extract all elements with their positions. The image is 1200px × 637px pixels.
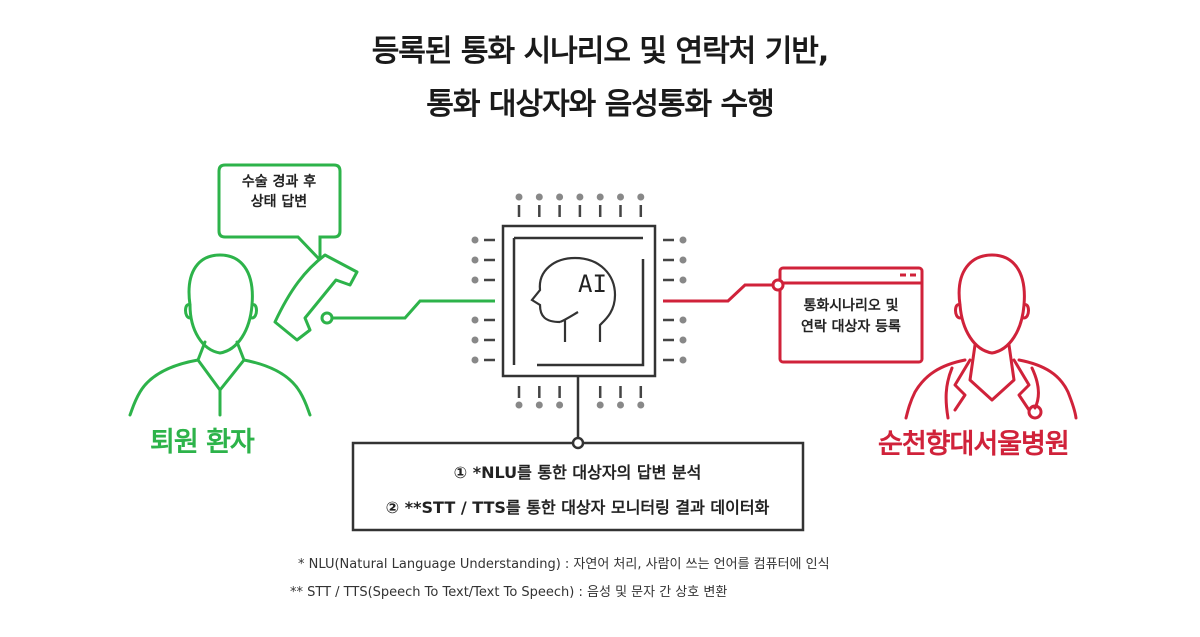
chip-pin-dot [515, 401, 523, 409]
hospital-connector-line [663, 283, 772, 303]
doctor-icon [904, 253, 1078, 420]
patient-label: 퇴원 환자 [150, 427, 255, 458]
chip-pin-dot [679, 236, 687, 244]
chip-pin-dot [637, 193, 645, 201]
chip-pin-dot [596, 401, 604, 409]
chip-pin-dot [617, 193, 624, 201]
title-line-2: 통화 대상자와 음성통화 수행 [426, 87, 775, 122]
ai-chip-icon [501, 224, 657, 378]
chip-pin-dot [471, 276, 479, 284]
title-line-1: 등록된 통화 시나리오 및 연락처 기반, [371, 34, 830, 69]
speech-bubble [217, 163, 342, 264]
chip-pin-dot [471, 356, 479, 364]
connector-node [320, 311, 334, 325]
chip-pin-dot [556, 193, 564, 201]
chip-pin-dot [471, 236, 479, 244]
chip-pin-dot [617, 401, 624, 409]
chip-pins [471, 193, 687, 409]
chip-pin-dot [576, 193, 584, 201]
phone-icon [273, 253, 359, 342]
chip-pin-dot [471, 256, 479, 264]
process-item-1: ① *NLU를 통한 대상자의 답변 분석 [453, 463, 702, 482]
connector-node [771, 278, 785, 292]
chip-pin-dot [679, 316, 687, 324]
chip-pin-dot [679, 256, 687, 264]
speech-bubble-text: 수술 경과 후 상태 답변 [218, 172, 340, 212]
chip-pin-dot [471, 336, 479, 344]
footnote-stt: ** STT / TTS(Speech To Text/Text To Spee… [290, 585, 728, 600]
chip-pin-dot [471, 316, 479, 324]
footnote-nlu: * NLU(Natural Language Understanding) : … [298, 557, 830, 572]
window-line: 통화시나리오 및 [803, 298, 899, 314]
chip-pin-dot [535, 401, 543, 409]
registration-window [778, 266, 924, 364]
chip-pin-dot [535, 193, 543, 201]
chip-pin-dot [679, 336, 687, 344]
bubble-line: 상태 답변 [250, 194, 308, 210]
chip-pin-dot [596, 193, 604, 201]
window-line: 연락 대상자 등록 [801, 319, 901, 335]
chip-pin-dot [556, 401, 564, 409]
process-box [351, 441, 805, 532]
patient-connector-line [332, 299, 495, 320]
registration-window-text: 통화시나리오 및 연락 대상자 등록 [780, 296, 922, 338]
chip-pin-dot [679, 276, 687, 284]
patient-icon [128, 253, 312, 417]
connector-node [571, 436, 585, 450]
process-item-2: ② **STT / TTS를 통한 대상자 모니터링 결과 데이터화 [385, 498, 770, 517]
chip-pin-dot [637, 401, 645, 409]
chip-pin-dot [515, 193, 523, 201]
bubble-line: 수술 경과 후 [241, 174, 317, 190]
chip-pin-dot [679, 356, 687, 364]
ai-chip-label: AI [578, 270, 607, 298]
hospital-label: 순천향대서울병원 [878, 429, 1070, 460]
